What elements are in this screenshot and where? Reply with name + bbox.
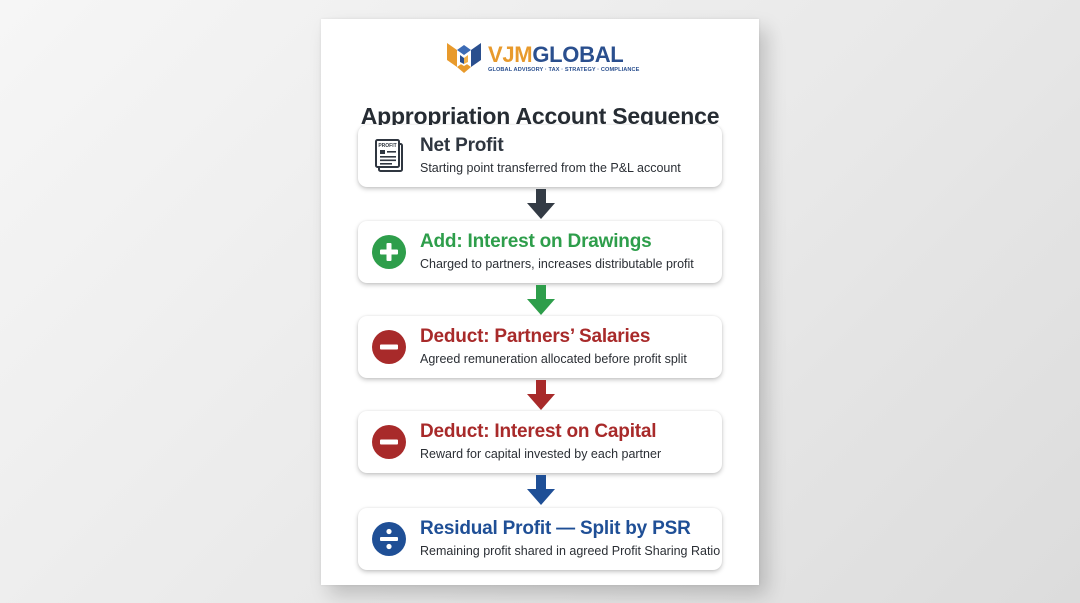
- step-subtitle: Charged to partners, increases distribut…: [420, 257, 694, 271]
- step-interest-on-drawings: Add: Interest on Drawings Charged to par…: [358, 221, 722, 283]
- brand-tagline: GLOBAL ADVISORY · TAX · STRATEGY · COMPL…: [488, 66, 640, 73]
- step-subtitle: Agreed remuneration allocated before pro…: [420, 352, 687, 366]
- step-net-profit: PROFIT Net Profit Starting point transfe…: [358, 125, 722, 187]
- minus-icon: [372, 425, 406, 459]
- brand-logo: VJMGLOBAL GLOBAL ADVISORY · TAX · STRATE…: [445, 41, 639, 75]
- step-interest-on-capital: Deduct: Interest on Capital Reward for c…: [358, 411, 722, 473]
- minus-icon: [372, 330, 406, 364]
- step-subtitle: Reward for capital invested by each part…: [420, 447, 662, 461]
- logo-mark-icon: [447, 43, 481, 73]
- plus-icon: [372, 235, 406, 269]
- infographic-sheet: VJMGLOBAL GLOBAL ADVISORY · TAX · STRATE…: [321, 19, 759, 585]
- diagram-title: Appropriation Account Sequence: [360, 103, 720, 129]
- step-heading: Net Profit: [420, 135, 504, 156]
- step-partners-salaries: Deduct: Partners’ Salaries Agreed remune…: [358, 316, 722, 378]
- step-heading: Deduct: Interest on Capital: [420, 421, 657, 442]
- down-arrow-icon: [527, 189, 555, 219]
- down-arrow-icon: [527, 475, 555, 505]
- down-arrow-icon: [527, 285, 555, 315]
- divide-icon: [372, 522, 406, 556]
- step-heading: Residual Profit — Split by PSR: [420, 518, 691, 539]
- document-icon-label: PROFIT: [378, 143, 396, 149]
- step-heading: Deduct: Partners’ Salaries: [420, 326, 651, 347]
- document-icon: PROFIT: [375, 139, 403, 172]
- brand-name-part2: GLOBAL: [532, 41, 624, 67]
- down-arrow-icon: [527, 380, 555, 410]
- step-subtitle: Remaining profit shared in agreed Profit…: [420, 544, 721, 558]
- step-subtitle: Starting point transferred from the P&L …: [420, 161, 681, 175]
- step-residual-profit: Residual Profit — Split by PSR Remaining…: [358, 508, 722, 570]
- brand-name-part1: VJM: [488, 41, 533, 67]
- step-heading: Add: Interest on Drawings: [420, 231, 652, 252]
- brand-name: VJMGLOBAL: [488, 41, 640, 67]
